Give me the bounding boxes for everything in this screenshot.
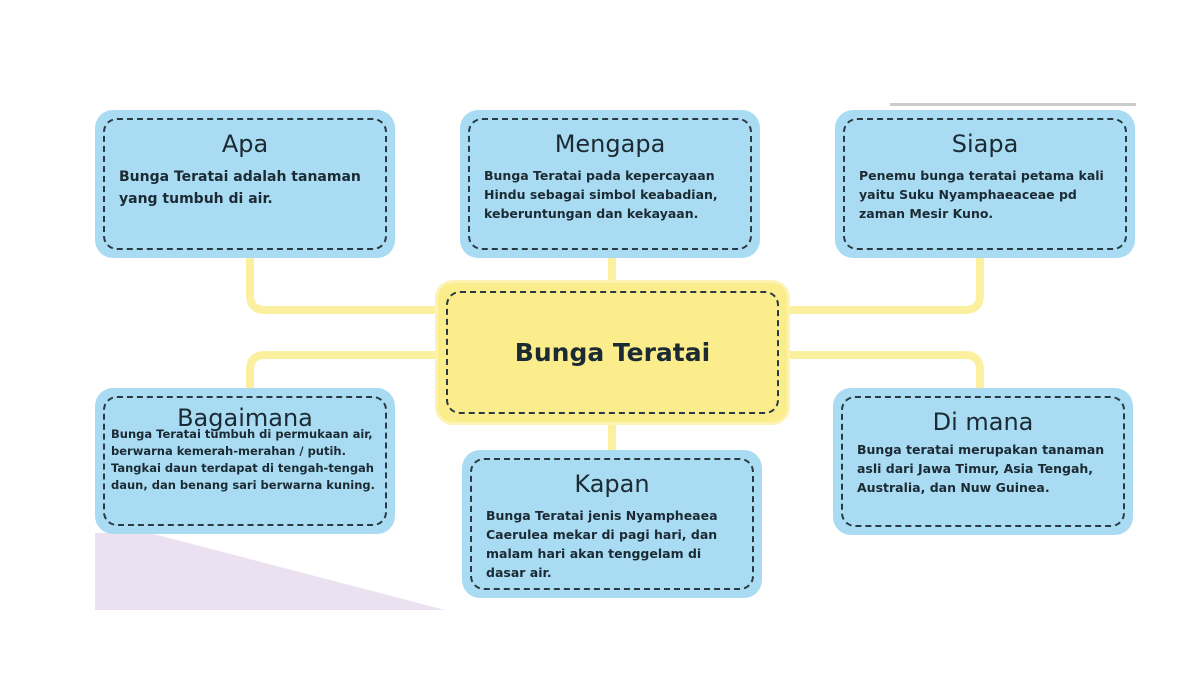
divider-line xyxy=(890,103,1136,106)
center-node: Bunga Teratai xyxy=(435,280,790,425)
node-text: Bunga Teratai jenis Nyampheaea Caerulea … xyxy=(486,508,718,580)
node-text: Bunga teratai merupakan tanaman asli dar… xyxy=(857,442,1105,495)
connector-bagaimana xyxy=(246,351,440,392)
node-title: Mengapa xyxy=(554,130,666,158)
node-text: Bunga Teratai tumbuh di permukaan air, b… xyxy=(111,427,376,492)
connector-apa xyxy=(246,258,440,314)
node-title: Siapa xyxy=(951,130,1019,158)
node-bagaimana: Bagaimana Bunga Teratai tumbuh di permuk… xyxy=(95,388,395,534)
node-siapa: Siapa Penemu bunga teratai petama kali y… xyxy=(835,110,1135,258)
connector-siapa xyxy=(785,258,984,314)
center-title: Bunga Teratai xyxy=(446,291,779,414)
connector-dimana xyxy=(785,351,984,392)
node-title: Bagaimana xyxy=(177,404,313,432)
node-kapan: Kapan Bunga Teratai jenis Nyampheaea Cae… xyxy=(462,450,762,598)
node-apa: Apa Bunga Teratai adalah tanaman yang tu… xyxy=(95,110,395,258)
node-title: Di mana xyxy=(932,408,1034,436)
node-title: Apa xyxy=(221,130,269,158)
node-text: Penemu bunga teratai petama kali yaitu S… xyxy=(859,168,1104,221)
node-mengapa: Mengapa Bunga Teratai pada kepercayaan H… xyxy=(460,110,760,258)
node-text: Bunga Teratai adalah tanaman yang tumbuh… xyxy=(119,169,361,207)
node-title: Kapan xyxy=(574,470,650,498)
node-dimana: Di mana Bunga teratai merupakan tanaman … xyxy=(833,388,1133,535)
node-text: Bunga Teratai pada kepercayaan Hindu seb… xyxy=(484,168,718,221)
pink-shape xyxy=(95,533,445,610)
